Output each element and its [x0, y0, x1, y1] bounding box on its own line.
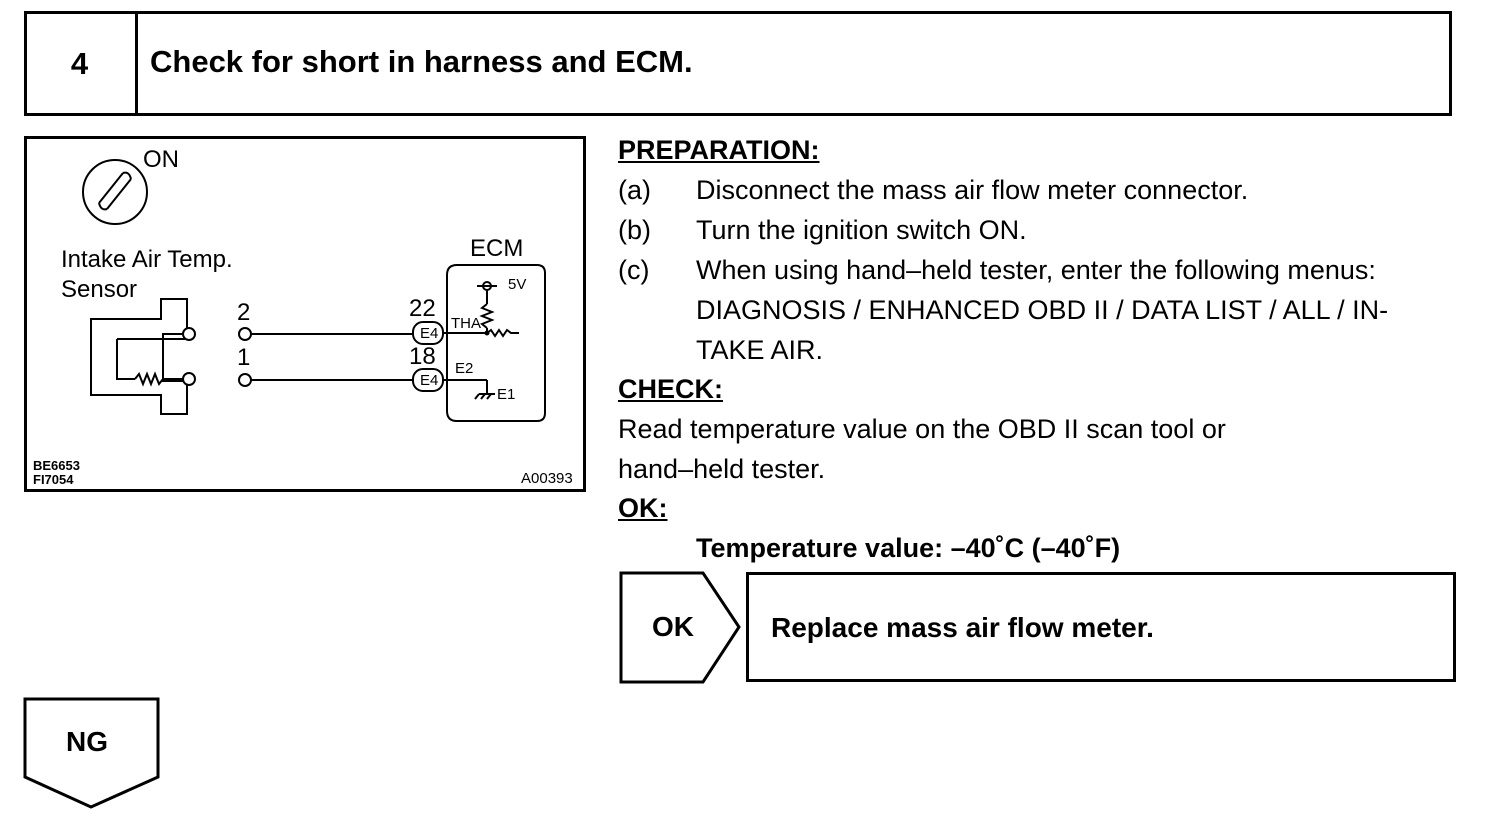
ok-arrow-tag: [619, 571, 741, 684]
figure-code-left-1: BE6653: [33, 458, 80, 473]
figure-code-left-2: FI7054: [33, 472, 74, 487]
sensor-body: [90, 298, 188, 415]
connector-e4-bottom-label: E4: [420, 372, 439, 389]
sensor-label-line2: Sensor: [61, 276, 138, 303]
pullup-resistor-icon: [479, 303, 495, 329]
sensor-lead: [116, 339, 135, 380]
ignition-switch-icon: [82, 159, 148, 225]
step-header-box: [24, 11, 1452, 116]
terminal-e2-label: E2: [455, 360, 474, 377]
pin-1-label: 1: [237, 344, 251, 371]
prep-item-c-line2: DIAGNOSIS / ENHANCED OBD II / DATA LIST …: [696, 295, 1389, 325]
prep-item-c-line3: TAKE AIR.: [696, 335, 824, 365]
terminal-e1-label: E1: [497, 386, 516, 403]
harness-terminal-1: [238, 373, 252, 387]
pin-2-label: 2: [237, 299, 251, 326]
prep-item-a-label: (a): [618, 175, 651, 205]
wiring-diagram-drawing: [82, 159, 546, 422]
step-number: 4: [24, 11, 138, 116]
pin-22-label: 22: [409, 295, 436, 322]
preparation-heading: PREPARATION:: [618, 135, 820, 165]
voltage-label: 5V: [508, 276, 527, 293]
sensor-label-line1: Intake Air Temp.: [61, 246, 233, 273]
prep-item-b-text: Turn the ignition switch ON.: [696, 215, 1027, 245]
sensor-resistor-icon: [134, 371, 164, 387]
prep-item-b-label: (b): [618, 215, 651, 245]
ok-heading: OK:: [618, 493, 668, 523]
switch-label: ON: [143, 146, 179, 173]
harness-terminal-2: [238, 327, 252, 341]
figure-code-right: A00393: [521, 470, 573, 487]
check-heading: CHECK:: [618, 374, 723, 404]
check-line1: Read temperature value on the OBD II sca…: [618, 414, 1226, 444]
wiring-diagram: ON Intake Air Temp. Sensor ECM 2 1 22 18…: [24, 136, 586, 492]
pin-18-label: 18: [409, 343, 436, 370]
prep-item-a-text: Disconnect the mass air flow meter conne…: [696, 175, 1249, 205]
step-title: Check for short in harness and ECM.: [150, 44, 693, 79]
ok-action-box: [746, 572, 1456, 682]
key-slot-icon: [98, 171, 132, 211]
check-line2: hand–held tester.: [618, 454, 826, 484]
ok-tag-label: OK: [652, 611, 694, 642]
ng-tag-label: NG: [66, 726, 108, 757]
ng-arrow-tag: [23, 697, 160, 809]
sensor-terminal-1: [182, 372, 196, 386]
ecm-box: [446, 264, 546, 422]
connector-e4-top-label: E4: [420, 325, 439, 342]
input-resistor-icon: [486, 328, 519, 338]
ok-spec: Temperature value: –40˚C (–40˚F): [696, 533, 1121, 563]
prep-item-c-label: (c): [618, 255, 650, 285]
ok-action-text: Replace mass air flow meter.: [771, 612, 1154, 643]
terminal-tha-label: THA: [451, 315, 481, 332]
sensor-terminal-2: [182, 327, 196, 341]
prep-item-c-text: When using hand–held tester, enter the f…: [696, 255, 1376, 285]
ecm-label: ECM: [470, 235, 524, 262]
